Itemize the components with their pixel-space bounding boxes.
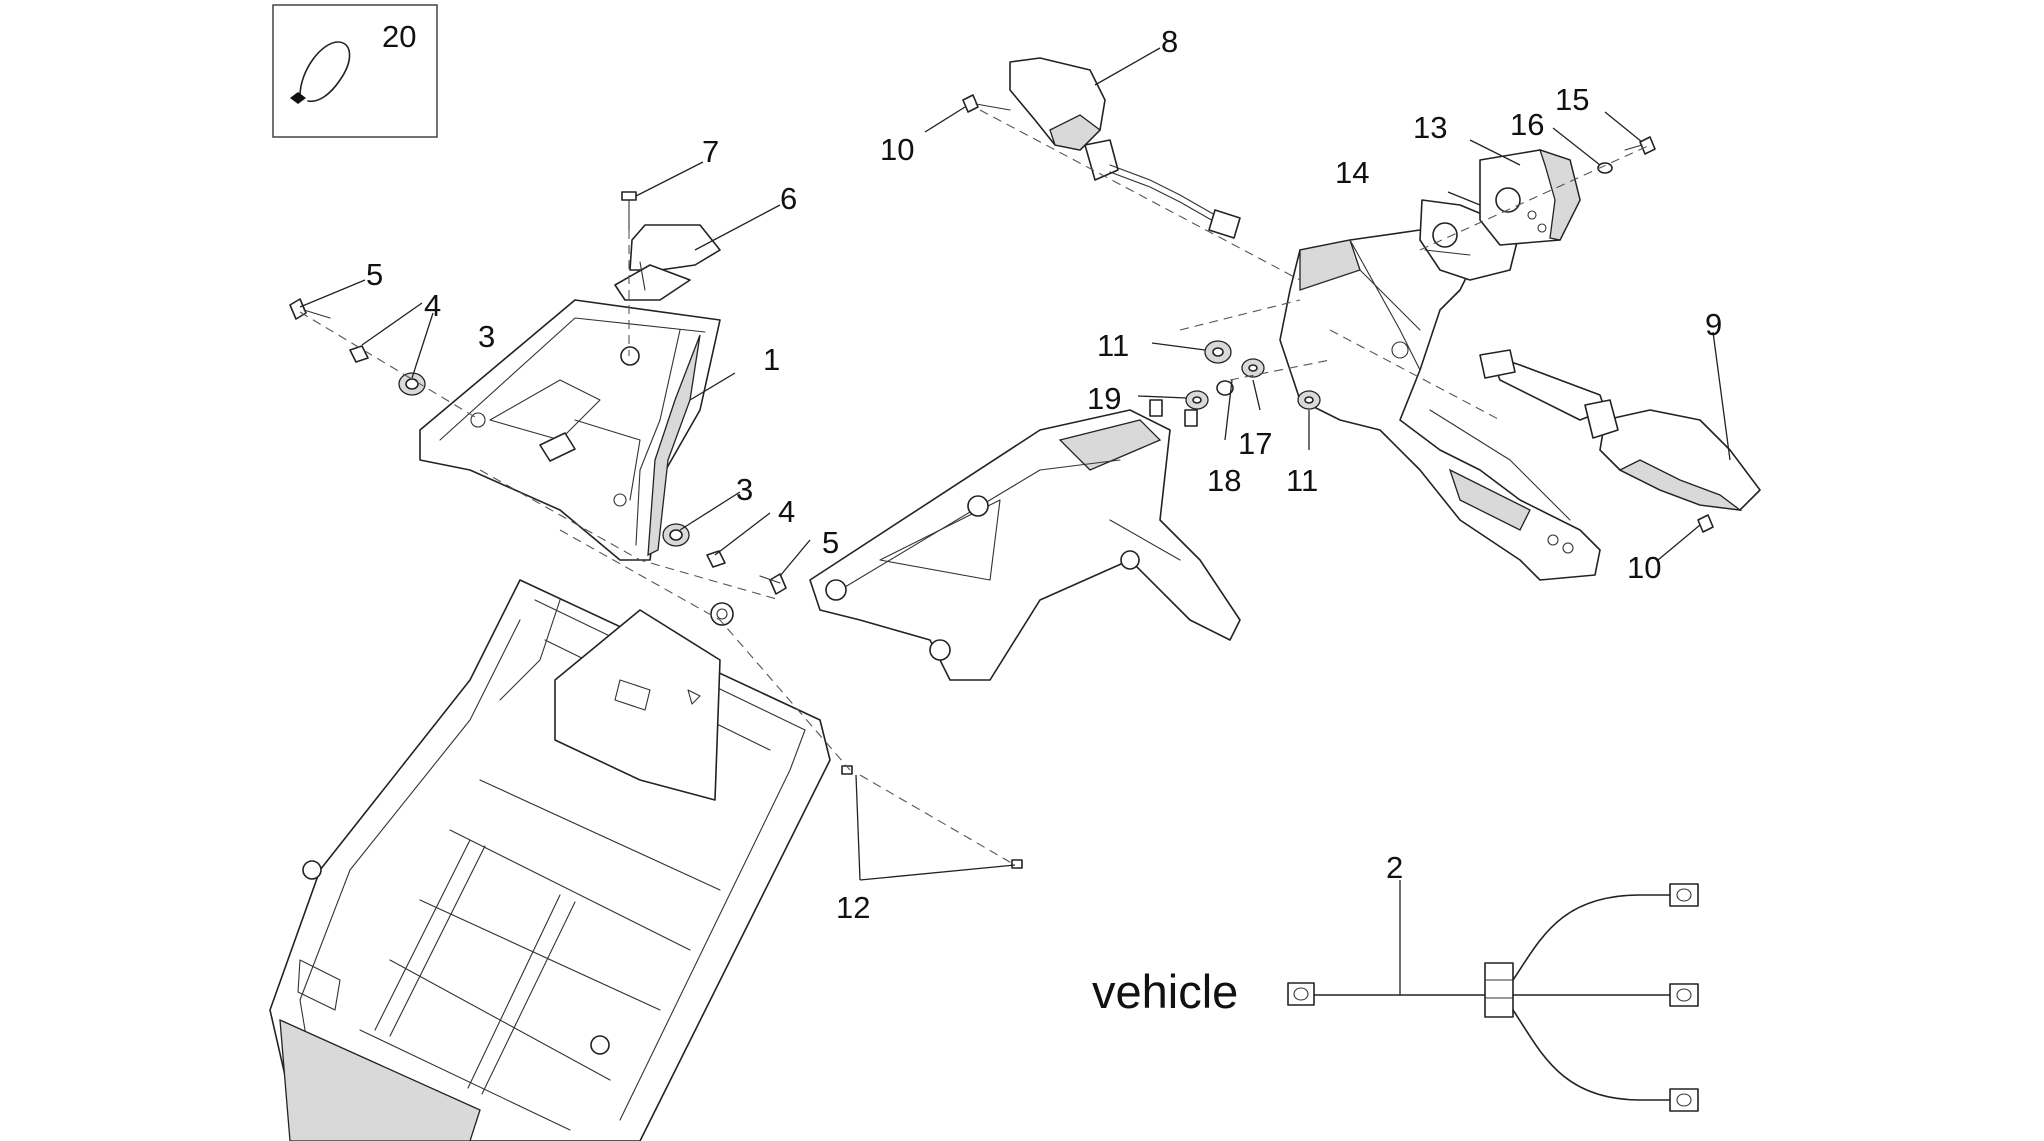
callout-20: 20 [382,19,416,54]
callout-18: 18 [1207,463,1241,498]
callout-5-lower: 5 [822,525,839,560]
callout-11-upper: 11 [1097,328,1129,363]
callout-16: 16 [1510,107,1544,142]
center-fasteners [1185,136,1656,410]
bracket-cover [614,224,721,366]
kit-box: 20 [272,4,438,138]
callout-14: 14 [1335,155,1369,190]
wiring-harness: vehicle [1092,883,1699,1112]
vehicle-connector [1287,982,1315,1006]
callout-3-lower: 3 [736,472,753,507]
callout-15: 15 [1555,82,1589,117]
callout-19: 19 [1087,381,1121,416]
callout-4-lower: 4 [778,494,795,529]
callout-4-upper: 4 [424,288,441,323]
plate-light [1479,148,1581,246]
callout-10-lower: 10 [1627,550,1661,585]
leader-lines [299,47,1731,995]
callout-8: 8 [1161,24,1178,59]
callout-7: 7 [702,134,719,169]
assembly-lines [299,109,1651,866]
callout-3-upper: 3 [478,319,495,354]
callout-10-upper: 10 [880,132,914,167]
callout-9: 9 [1705,307,1722,342]
turn-signal-right [1479,349,1761,533]
plate-holder-bracket [419,299,721,561]
tail-light-unit [1279,229,1601,581]
callout-6: 6 [780,181,797,216]
callout-5-upper: 5 [366,257,383,292]
callout-17: 17 [1238,426,1272,461]
callouts: 1 3 4 5 7 6 3 4 5 8 10 14 13 16 15 9 10 … [366,24,1722,925]
rear-frame-support [809,399,1241,681]
clamp-band-icon [290,41,351,104]
connector-upper [1669,883,1699,907]
rear-undertray [269,579,831,1141]
turn-signal-upper [962,57,1241,239]
callout-2: 2 [1386,850,1403,885]
callout-11-lower: 11 [1286,463,1318,498]
callout-12: 12 [836,890,870,925]
connector-lower [1669,1088,1699,1112]
vehicle-label: vehicle [1092,965,1238,1018]
callout-1: 1 [763,342,780,377]
harness-junction [1484,962,1514,1018]
callout-13: 13 [1413,110,1447,145]
left-fasteners [289,191,1023,869]
connector-middle [1669,983,1699,1007]
